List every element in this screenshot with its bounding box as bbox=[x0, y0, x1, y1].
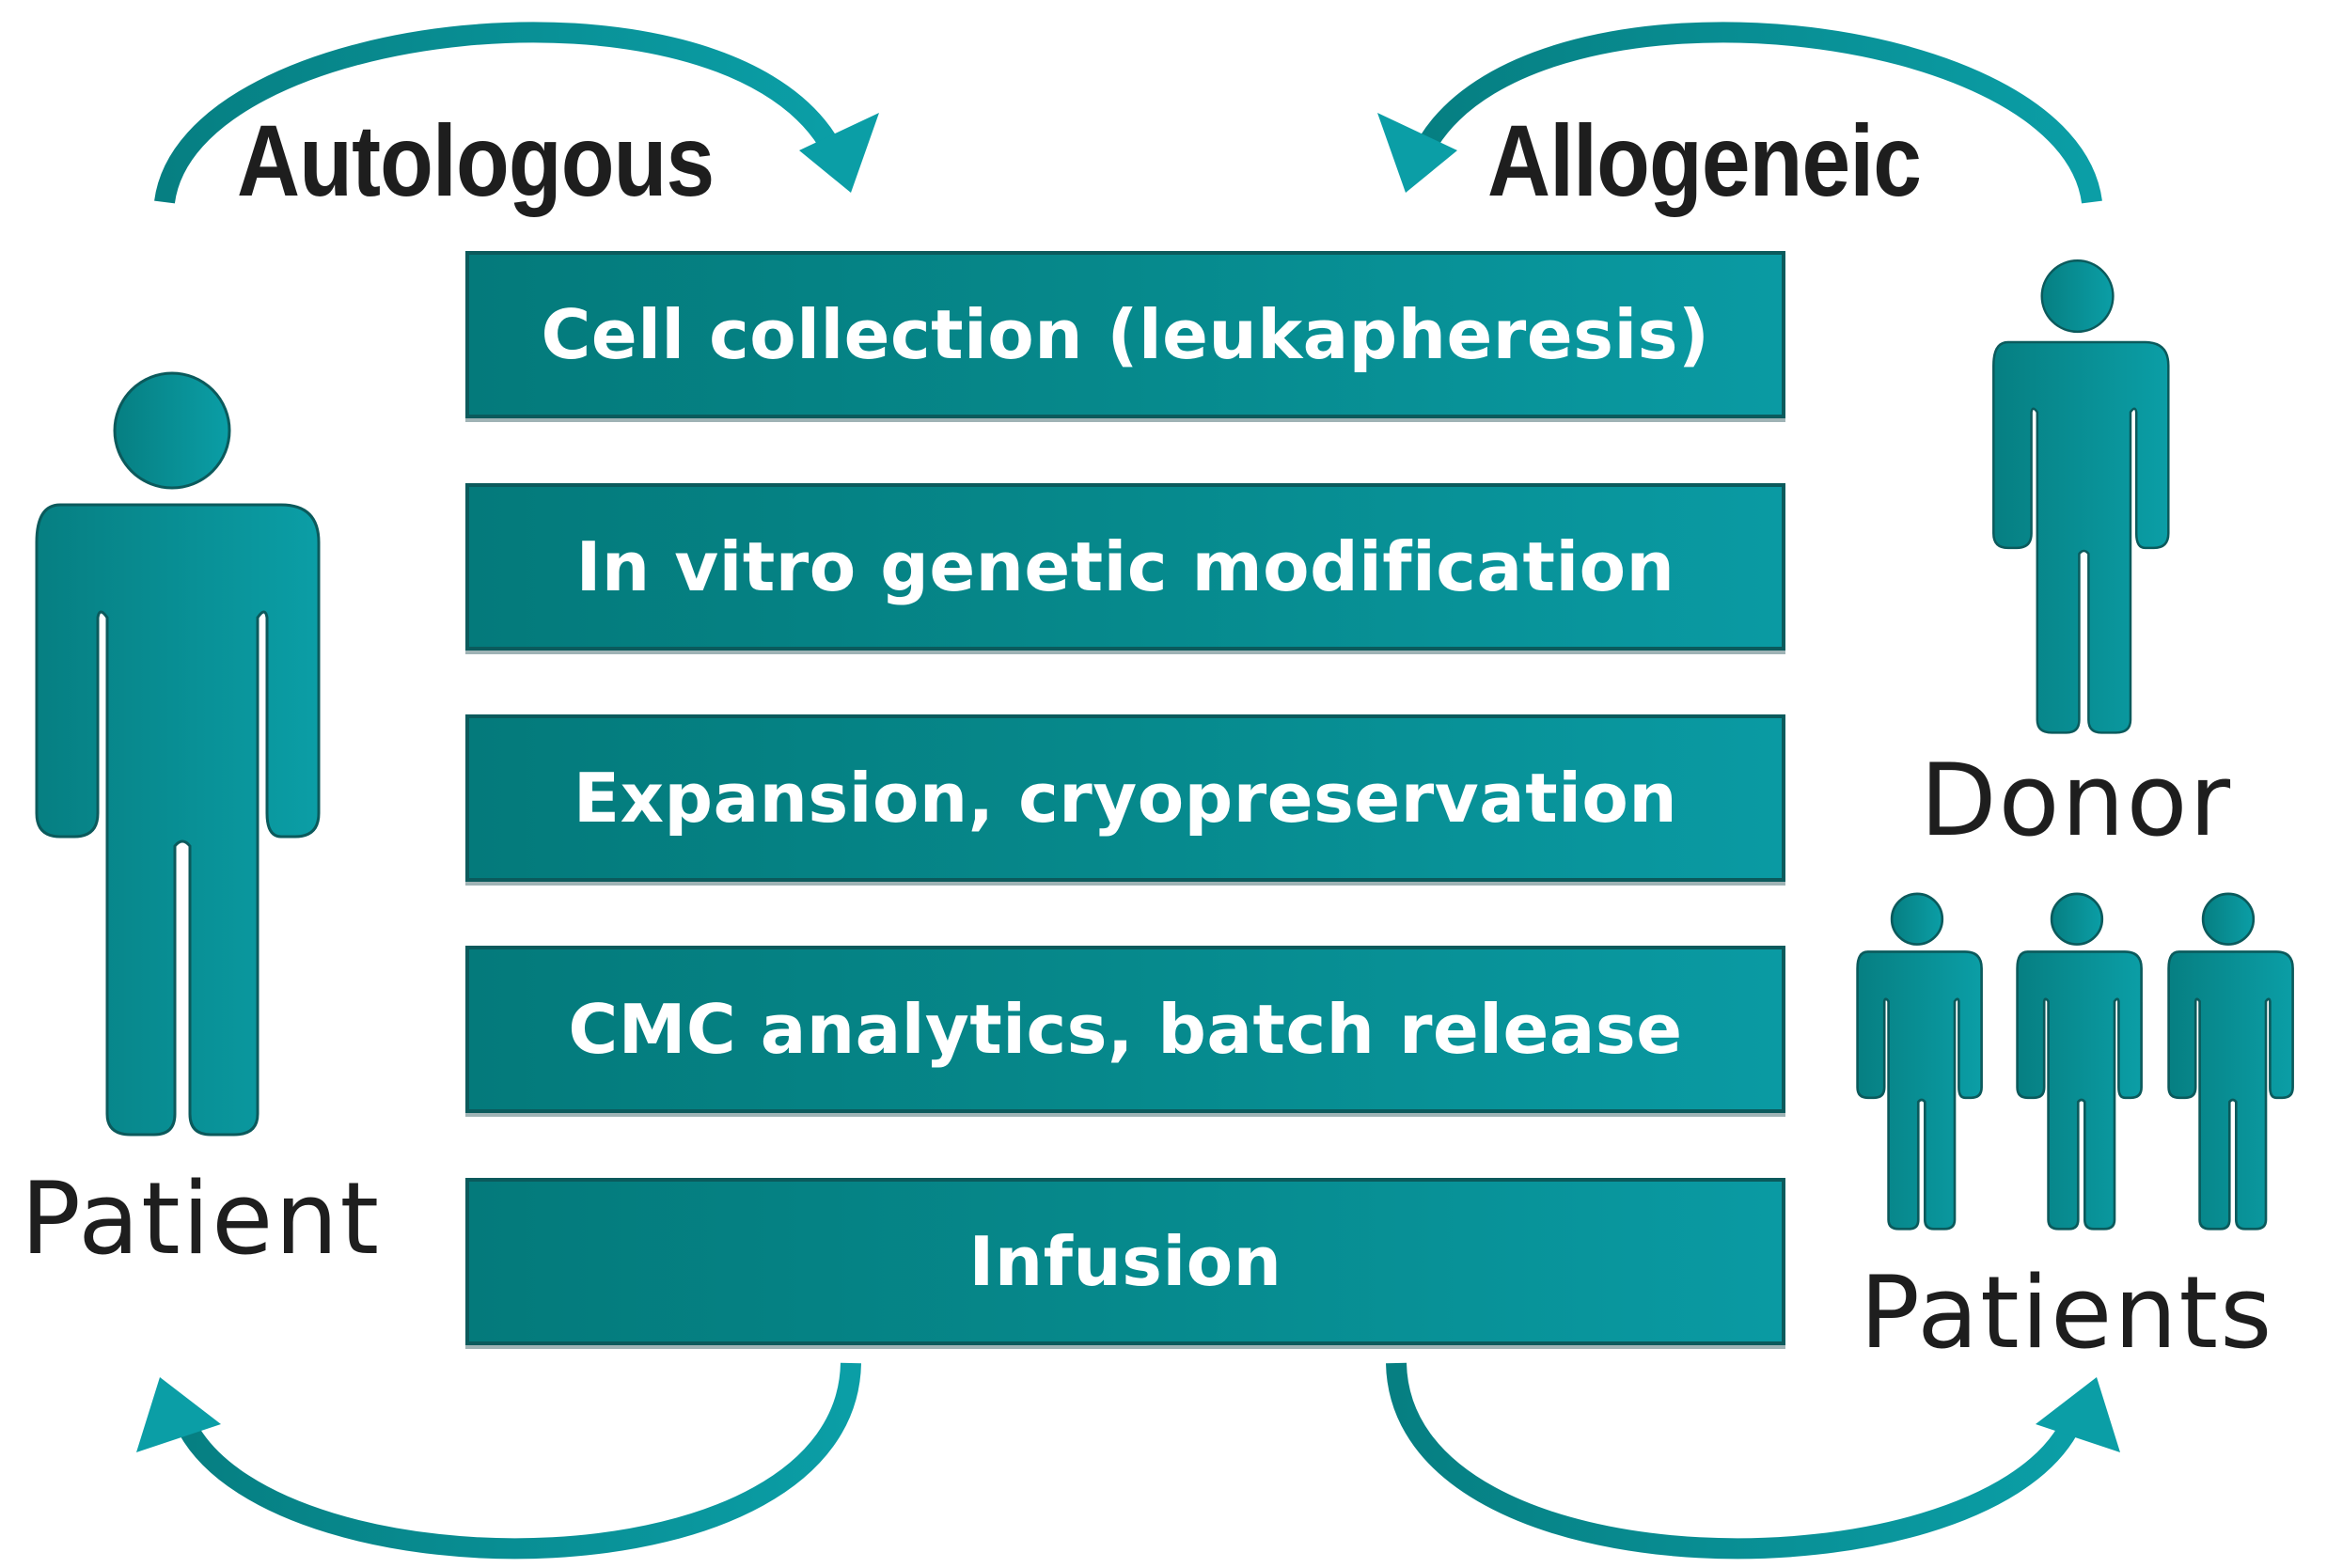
donor-figure-icon bbox=[1992, 259, 2170, 734]
step-label: CMC analytics, batch release bbox=[568, 990, 1683, 1069]
step-cell-collection: Cell collection (leukapheresis) bbox=[465, 251, 1785, 418]
arrow-bottom-left bbox=[136, 1362, 861, 1560]
step-label: Expansion, cryopreservation bbox=[573, 759, 1678, 838]
step-expansion-cryopreservation: Expansion, cryopreservation bbox=[465, 714, 1785, 882]
step-label: Cell collection (leukapheresis) bbox=[541, 295, 1710, 374]
title-allogeneic: Allogeneic bbox=[1487, 103, 1922, 217]
step-cmc-analytics: CMC analytics, batch release bbox=[465, 946, 1785, 1113]
title-autologous: Autologous bbox=[237, 103, 715, 217]
arrow-top-right bbox=[1377, 22, 2102, 204]
step-label: Infusion bbox=[968, 1222, 1282, 1301]
recipient-figure-icon bbox=[1856, 892, 1983, 1231]
step-label: In vitro genetic modification bbox=[575, 527, 1675, 606]
patient-figure-icon bbox=[35, 371, 321, 1137]
label-donor: Donor bbox=[1920, 743, 2233, 858]
label-patient: Patient bbox=[21, 1161, 382, 1277]
label-patients: Patients bbox=[1860, 1255, 2274, 1371]
recipient-figure-icon bbox=[2016, 892, 2143, 1231]
arrow-top-left bbox=[154, 22, 879, 204]
step-infusion: Infusion bbox=[465, 1178, 1785, 1345]
recipient-figure-icon bbox=[2167, 892, 2294, 1231]
step-genetic-modification: In vitro genetic modification bbox=[465, 483, 1785, 651]
arrow-bottom-right bbox=[1386, 1362, 2120, 1560]
